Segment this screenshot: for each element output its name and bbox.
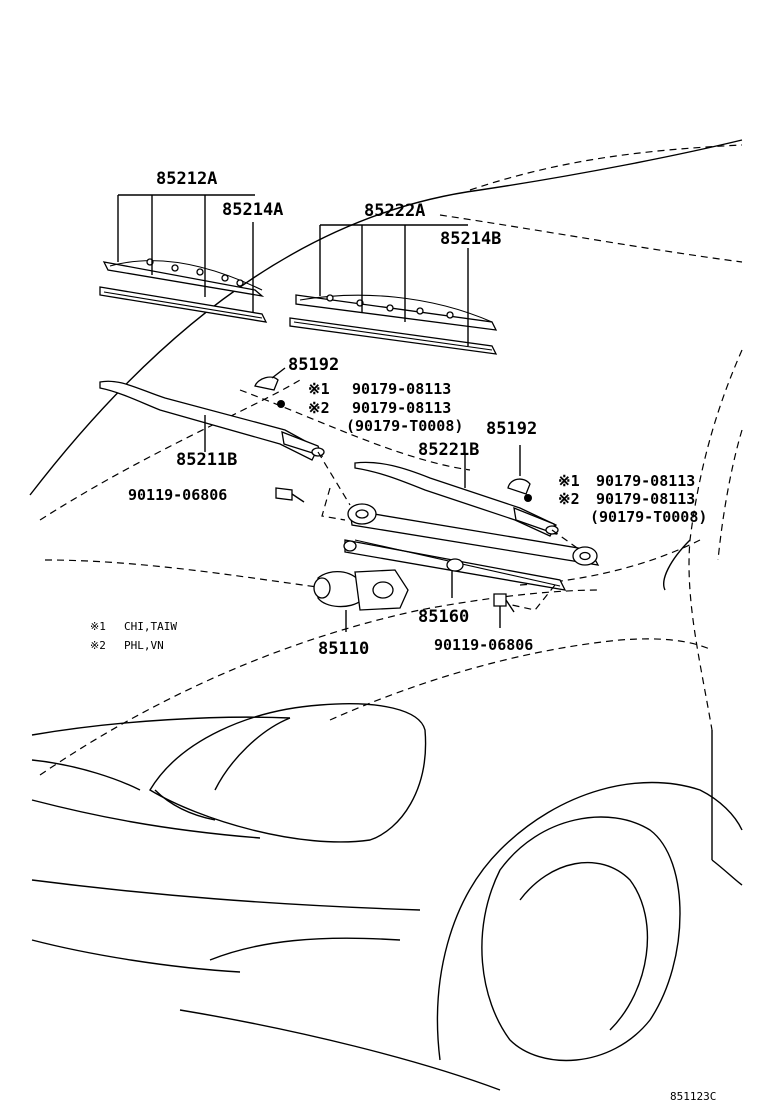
wiper-arm-85211B bbox=[99, 380, 325, 461]
label-85212A: 85212A bbox=[156, 169, 217, 189]
bolt-left bbox=[275, 487, 305, 503]
car-body-outline bbox=[29, 139, 743, 1091]
blade-leader-lines bbox=[117, 194, 469, 346]
label-85192-left: 85192 bbox=[288, 355, 339, 375]
bolt-right bbox=[493, 593, 515, 628]
note1-left-code: 90179-08113 bbox=[352, 380, 451, 398]
diagram-id: 851123C bbox=[670, 1090, 716, 1103]
legend-1-mark: ※1 bbox=[90, 620, 106, 633]
note2-left-alt: (90179-T0008) bbox=[346, 417, 463, 435]
note2-left-code: 90179-08113 bbox=[352, 399, 451, 417]
label-85110: 85110 bbox=[318, 639, 369, 659]
note2-right-mark: ※2 bbox=[558, 490, 580, 508]
note2-right-alt: (90179-T0008) bbox=[590, 508, 707, 526]
label-85221B: 85221B bbox=[418, 440, 479, 460]
note1-right-code: 90179-08113 bbox=[596, 472, 695, 490]
label-90119-right: 90119-06806 bbox=[434, 636, 533, 654]
note1-right-mark: ※1 bbox=[558, 472, 580, 490]
wiper-motor-85110 bbox=[313, 569, 409, 632]
label-90119-left: 90119-06806 bbox=[128, 486, 227, 504]
label-85192-right: 85192 bbox=[486, 419, 537, 439]
nut-right bbox=[524, 494, 532, 502]
legend-2-mark: ※2 bbox=[90, 639, 106, 652]
note2-left-mark: ※2 bbox=[308, 399, 330, 417]
wiper-blade-85222A bbox=[289, 294, 498, 355]
label-85222A: 85222A bbox=[364, 201, 425, 221]
label-85214A: 85214A bbox=[222, 200, 283, 220]
label-85160: 85160 bbox=[418, 607, 469, 627]
cap-85192-right bbox=[507, 445, 531, 495]
wiper-blade-85212A bbox=[99, 258, 268, 323]
label-85214B: 85214B bbox=[440, 229, 501, 249]
wiper-link-85160 bbox=[317, 451, 600, 611]
legend-1-text: CHI,TAIW bbox=[124, 620, 177, 633]
label-85211B: 85211B bbox=[176, 450, 237, 470]
note2-right-code: 90179-08113 bbox=[596, 490, 695, 508]
nut-left bbox=[277, 400, 285, 408]
cap-85192-left bbox=[254, 367, 286, 391]
legend-2-text: PHL,VN bbox=[124, 639, 164, 652]
note1-left-mark: ※1 bbox=[308, 380, 330, 398]
